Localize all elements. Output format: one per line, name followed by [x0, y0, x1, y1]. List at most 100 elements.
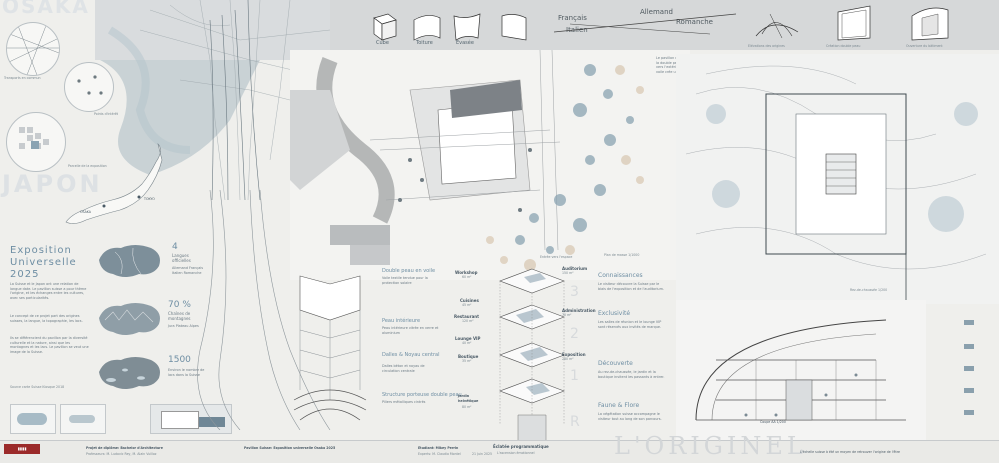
- top-band: [330, 0, 999, 50]
- map-circle-parcel: [6, 112, 66, 172]
- footer-diploma: Projet de diplôme: Bachelor d'Architectu…: [86, 446, 163, 450]
- program-boutique: Boutique: [458, 354, 479, 359]
- structure-text-1: Voile textile tendue pour la protection …: [382, 276, 428, 285]
- school-logo: ▮▮▮▮: [4, 444, 40, 454]
- program-lounge-area: 40 m²: [462, 341, 472, 345]
- thumbnail-3: [150, 404, 232, 434]
- elevation-label-origins: Elévations des origines: [748, 44, 785, 48]
- form-label-flared: Evasée: [456, 40, 474, 46]
- site-plan: [290, 50, 690, 280]
- elevation-double-skin: [837, 5, 871, 41]
- connaissances-title: Connaissances: [598, 272, 643, 279]
- left-credit: Source carte Suisse Kiosque 2018: [10, 385, 65, 389]
- floor-number-r: R: [570, 414, 580, 430]
- footer-student: Etudiant: Mikey Perrin: [418, 446, 459, 450]
- footer-emotion: L'ascension émotionnel: [497, 451, 535, 455]
- legend-icons: [964, 320, 974, 415]
- map-circle-interest: [64, 62, 114, 112]
- footer-date: 21 Juin 2025: [472, 452, 493, 456]
- city-title: OSAKA: [2, 0, 90, 18]
- program-exposition: Exposition: [562, 352, 586, 357]
- program-lounge: Lounge VIP: [455, 336, 481, 341]
- swiss-map-languages: [99, 245, 160, 277]
- footer-professors: Professeurs: M. Ludovic Rey, M. Alain Vu…: [86, 452, 157, 456]
- expo-title: Exposition Universelle 2025: [10, 245, 77, 280]
- footer-exploded: Éclatée programmatique: [493, 444, 549, 449]
- left-paragraph-3: Ils se différencient du pavillon par la …: [10, 336, 89, 354]
- structure-title-1: Double peau en voile: [382, 268, 436, 274]
- program-auditorium: Auditorium: [562, 266, 588, 271]
- floor-number-3: 3: [570, 284, 579, 300]
- exploded-axonometry: [499, 268, 565, 442]
- program-administration-area: 70 m²: [562, 313, 572, 317]
- japan-map: [65, 143, 163, 224]
- structure-text-4: Piliers métalliques cintrés: [382, 400, 426, 404]
- label-osaka: OSAKA: [80, 210, 91, 214]
- label-tokyo: TOKYO: [144, 197, 155, 201]
- connaissances-text: Le visiteur découvre la Suisse par le bi…: [598, 282, 664, 291]
- program-administration: Administration: [562, 308, 596, 313]
- structure-diagram: [293, 275, 367, 421]
- footer-right-note: L'échelle suisse à été un moyen de retro…: [800, 450, 900, 454]
- program-workshop: Workshop: [455, 270, 478, 275]
- form-panel-4: [501, 14, 527, 41]
- faune-text: La végétation suisse accompagne le visit…: [598, 412, 662, 421]
- structure-text-3: Dalles béton et noyau de circulation cen…: [382, 364, 425, 373]
- poster-big-title: L'ORIGINEL: [614, 432, 807, 460]
- language-francais: Français: [558, 14, 587, 22]
- footer-pavilion: Pavillon Suisse: Exposition universelle …: [244, 446, 336, 450]
- floor-number-2: 2: [570, 326, 579, 342]
- map-label-parcel: Parcelle de la exposition: [68, 164, 107, 168]
- section-aa: [676, 300, 926, 440]
- map-label-transport: Transports en commun: [4, 76, 41, 80]
- section-aa-label: Coupe AA 1/200: [760, 420, 786, 424]
- program-jardin-area: 80 m²: [462, 405, 472, 409]
- form-label-cube: Cube: [376, 40, 389, 46]
- decouverte-text: Au rez-de-chaussée, le jardin et la bout…: [598, 370, 665, 379]
- program-cuisines-area: 45 m²: [462, 303, 472, 307]
- ground-floor-plan-label: Rez-de-chaussée 1/200: [850, 288, 888, 292]
- stat-languages-value: 4: [172, 242, 178, 252]
- faune-title: Faune & Flore: [598, 402, 640, 409]
- language-lines: [553, 13, 737, 35]
- exclusivite-title: Exclusivité: [598, 310, 631, 317]
- swiss-map-lakes: [99, 357, 160, 389]
- thumbnail-2: [60, 404, 106, 434]
- elevation-origins: [755, 13, 799, 39]
- stat-languages-sub: Allemand Français Italien Romanche: [172, 266, 204, 275]
- program-jardin: Jardin helvétique: [458, 394, 479, 403]
- floor-number-1: 1: [570, 368, 579, 384]
- thumbnail-1: [10, 404, 56, 434]
- program-restaurant: Restaurant: [454, 314, 480, 319]
- river-lines: [197, 190, 331, 430]
- form-cube: [373, 13, 397, 41]
- program-exposition-area: 280 m²: [562, 357, 574, 361]
- exclusivite-text: Les salles de réunion et le lounge VIP s…: [598, 320, 662, 329]
- footer-supervisors: Experts: M. Claudio Montel: [418, 452, 461, 456]
- structure-title-4: Structure porteuse double peau: [382, 392, 462, 398]
- elevation-label-double-skin: Création double peau: [826, 44, 861, 48]
- stat-mountains-sub: Jura Plateau Alpes: [168, 324, 199, 328]
- stat-mountains-value: 70 %: [168, 300, 191, 310]
- ground-floor-plan: [676, 54, 999, 304]
- language-allemand: Allemand: [640, 8, 673, 16]
- form-label-roof: Toiture: [416, 40, 433, 46]
- program-workshop-area: 60 m²: [462, 275, 472, 279]
- mass-plan-label: Plan de masse 1/1000: [604, 253, 640, 257]
- left-paragraph-1: La Suisse et le Japon ont une relation d…: [10, 282, 87, 300]
- entrance-label: Entrée vers l'espace: [540, 255, 573, 259]
- country-title: JAPON: [2, 170, 103, 198]
- map-circle-transport: [6, 22, 60, 76]
- program-auditorium-area: 150 m²: [562, 271, 574, 275]
- stat-lakes-value: 1500: [168, 355, 191, 365]
- left-paragraph-2: Le concept de ce projet part des origine…: [10, 314, 83, 323]
- structure-title-2: Peau intérieure: [382, 318, 421, 324]
- stat-mountains-label: Chaînes de montagnes: [168, 311, 191, 321]
- elevation-opening: [911, 7, 949, 41]
- swiss-map-mountains: [99, 303, 160, 335]
- decouverte-title: Découverte: [598, 360, 633, 367]
- structure-text-2: Peau intérieure vitrée en verre et alumi…: [382, 326, 439, 335]
- footer-band: [0, 440, 999, 463]
- structure-title-3: Dalles & Noyau central: [382, 352, 440, 358]
